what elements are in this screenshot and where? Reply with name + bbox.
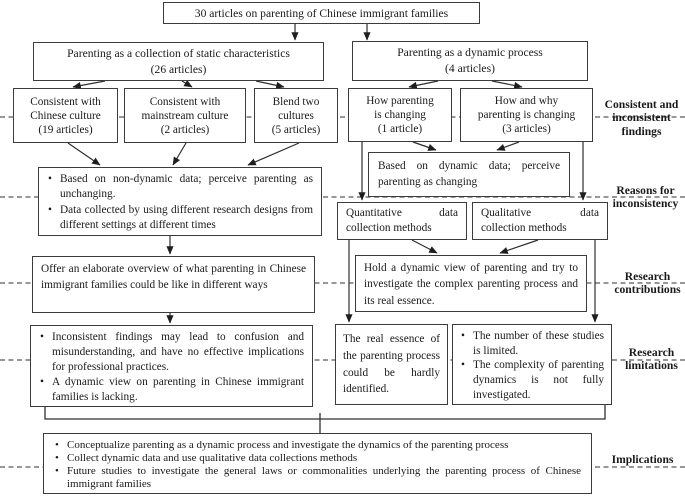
text-line: Chinese culture (30, 109, 101, 122)
bullet-item: A dynamic view on parenting in Chinese i… (37, 375, 304, 405)
text-line: Parenting as a collection of static char… (67, 46, 290, 60)
node-non-dynamic-reasons: Based on non-dynamic data; perceive pare… (38, 167, 322, 236)
text-line: Research (628, 346, 675, 359)
bullet-item: Conceptualize parenting as a dynamic pro… (52, 439, 581, 452)
text-line: inconsistent (612, 111, 671, 125)
text-line: Consistent with (149, 95, 221, 108)
node-dynamic-contribution-text: Hold a dynamic view of parenting and try… (364, 262, 578, 307)
bullet-item: The complexity of parenting dynamics is … (458, 358, 604, 402)
text-line: Parenting as a dynamic process (397, 46, 543, 59)
bullet-item: Future studies to investigate the genera… (52, 465, 581, 491)
text-line: (3 articles) (502, 123, 551, 135)
text-line: findings (621, 124, 662, 138)
node-dynamic-view: Parenting as a dynamic process (4 article… (352, 41, 588, 81)
node-quantitative-methods: Quantitative data collection methods (337, 202, 467, 240)
node-qualitative-text: Qualitative data collection methods (481, 207, 599, 234)
node-root-text: 30 articles on parenting of Chinese immi… (194, 6, 449, 20)
node-dynamic-limitations: The number of these studies is limited.T… (452, 324, 612, 405)
bracket-connector (44, 405, 606, 433)
text-line: mainstream culture (141, 109, 229, 122)
node-qualitative-methods: Qualitative data collection methods (472, 202, 608, 240)
text-line: Research (624, 270, 671, 283)
node-implications: Conceptualize parenting as a dynamic pro… (43, 433, 592, 494)
node-essence-limitation: The real essence of the parenting proces… (335, 324, 448, 405)
node-dynamic-reasons: Based on dynamic data; perceive parentin… (368, 152, 570, 197)
node-root: 30 articles on parenting of Chinese immi… (163, 2, 480, 24)
node-dynamic-reasons-text: Based on dynamic data; perceive parentin… (378, 160, 560, 188)
text-line: Reasons for (616, 184, 675, 197)
text-line: is changing (374, 109, 426, 121)
text-line: limitations (625, 359, 678, 373)
text-line: Blend two (272, 95, 320, 108)
node-static-view: Parenting as a collection of static char… (33, 42, 324, 81)
text-line: (26 articles) (150, 62, 207, 76)
node-essence-text: The real essence of the parenting proces… (343, 333, 440, 396)
node-quantitative-text: Quantitative data collection methods (346, 207, 458, 234)
text-line: (2 articles) (160, 123, 210, 136)
text-line: (19 articles) (38, 123, 93, 136)
text-line: Consistent with (30, 95, 101, 108)
node-static-contribution: Offer an elaborate overview of what pare… (32, 256, 315, 313)
node-how-changing: How parenting is changing (1 article) (348, 88, 452, 142)
text-line: Implications (611, 453, 674, 466)
text-line: (1 article) (377, 123, 423, 135)
bullet-item: Based on non-dynamic data; perceive pare… (45, 172, 313, 203)
node-dynamic-contribution: Hold a dynamic view of parenting and try… (355, 255, 587, 312)
bullet-item: Data collected by using different resear… (45, 203, 313, 234)
text-line: How parenting (366, 95, 434, 107)
node-static-contribution-text: Offer an elaborate overview of what pare… (41, 263, 306, 292)
flow-arrows (67, 23, 599, 324)
node-static-limitations: Inconsistent findings may lead to confus… (30, 325, 313, 407)
bullet-item: The number of these studies is limited. (458, 329, 604, 358)
text-line: parenting is changing (477, 109, 576, 121)
node-how-why-changing: How and why parenting is changing (3 artic… (460, 88, 593, 142)
text-line: (4 articles) (445, 62, 495, 75)
text-line: Consistent and (604, 98, 679, 111)
text-line: contributions (614, 283, 681, 297)
text-line: cultures (278, 109, 314, 122)
text-line: inconsistency (612, 197, 679, 211)
bullet-item: Collect dynamic data and use qualitative… (52, 452, 581, 465)
bullet-item: Inconsistent findings may lead to confus… (37, 330, 304, 375)
label-implications: Implications (600, 453, 685, 466)
text-line: How and why (494, 95, 559, 107)
text-line: (5 articles) (271, 123, 321, 136)
